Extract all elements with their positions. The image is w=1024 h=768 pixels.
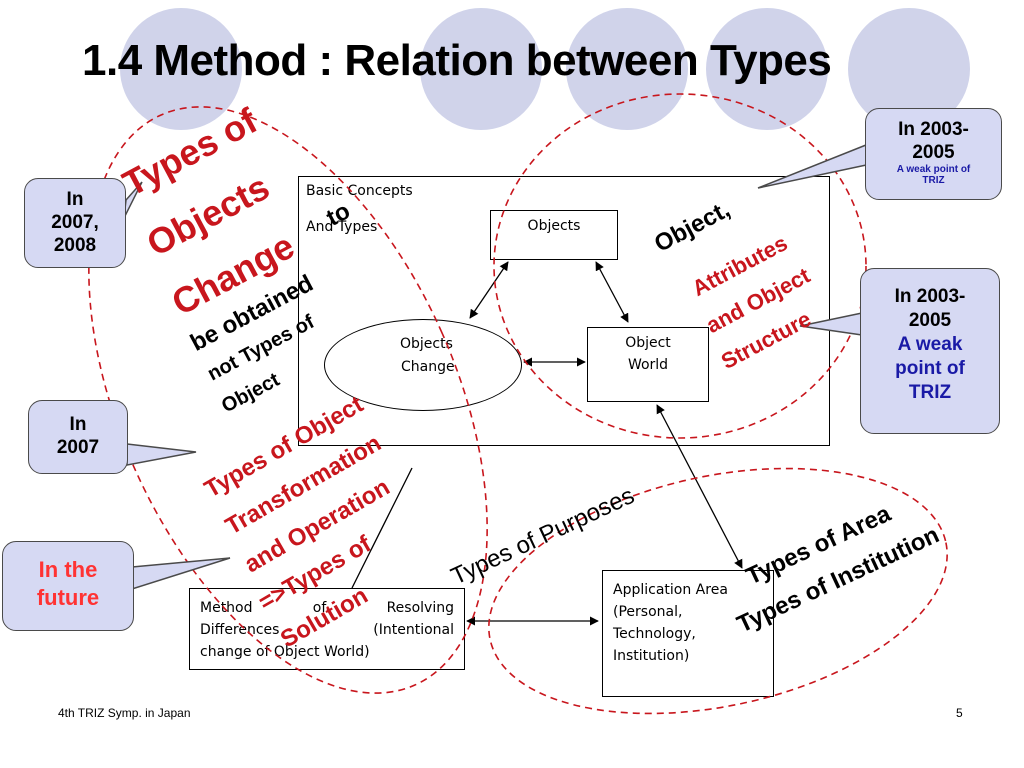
- method-line2-b: (Intentional: [373, 622, 454, 638]
- method-line1-a: Method: [200, 600, 253, 616]
- callout-line: In: [66, 189, 84, 210]
- callout-line: In: [69, 414, 87, 435]
- objects-change-line2: Change: [401, 359, 455, 375]
- callout-2007: In 2007: [28, 400, 128, 474]
- callout-line: 2005: [912, 142, 955, 163]
- callout-future: In the future: [2, 541, 134, 631]
- objects-box: Objects: [490, 210, 618, 260]
- method-line3: change of Object World): [200, 644, 370, 660]
- callout-mid-right: In 2003- 2005 A weak point of TRIZ: [860, 268, 1000, 434]
- slide-title: 1.4 Method : Relation between Types: [82, 36, 832, 85]
- footer-page-number: 5: [956, 706, 963, 720]
- callout-line: In the: [38, 557, 98, 582]
- application-line1: Application Area: [613, 582, 728, 598]
- callout-line: 2008: [53, 235, 97, 256]
- callout-note: TRIZ: [908, 382, 952, 403]
- object-world-line1: Object: [625, 335, 671, 351]
- callout-tail: [131, 557, 231, 591]
- callout-note: point of: [895, 358, 965, 379]
- callout-note: TRIZ: [922, 175, 945, 186]
- method-line1-c: Resolving: [386, 600, 454, 616]
- callout-line: In 2003-: [898, 119, 969, 140]
- frame-label-line1: Basic Concepts: [306, 183, 413, 199]
- callout-2007-2008: In 2007, 2008: [24, 178, 126, 268]
- callout-note: A weak: [897, 334, 963, 355]
- callout-line: future: [36, 585, 100, 610]
- application-line4: Institution): [613, 648, 690, 664]
- method-line2-a: Differences: [200, 622, 280, 638]
- callout-line: 2007: [56, 437, 100, 458]
- callout-top-right: In 2003- 2005 A weak point of TRIZ: [865, 108, 1002, 200]
- objects-change-line1: Objects: [400, 336, 453, 352]
- footer-left: 4th TRIZ Symp. in Japan: [58, 706, 191, 720]
- object-world-box: Object World: [587, 327, 709, 402]
- callout-tail: [126, 443, 197, 466]
- callout-line: 2007,: [51, 212, 99, 233]
- callout-line: In 2003-: [894, 286, 966, 307]
- callout-note: A weak point of: [896, 164, 971, 175]
- callout-line: 2005: [908, 310, 952, 331]
- objects-label: Objects: [527, 218, 581, 234]
- object-world-line2: World: [627, 357, 669, 373]
